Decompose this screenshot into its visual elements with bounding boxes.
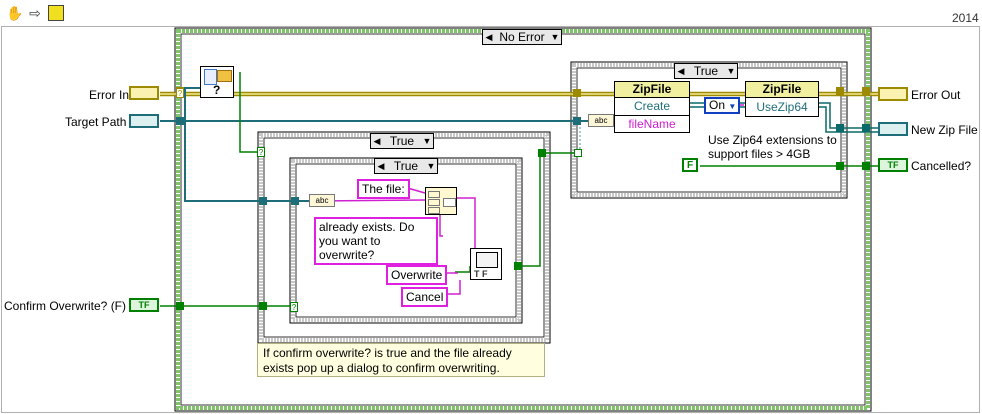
confirm-comment: If confirm overwrite? is true and the fi…	[257, 343, 545, 377]
decrement-arrow-icon[interactable]: ◀	[373, 136, 381, 146]
zip-error-in-tunnel	[573, 89, 581, 97]
path-in-tunnel	[176, 117, 184, 125]
middle-bool-tunnel	[259, 302, 267, 310]
version-label: 2014	[952, 11, 979, 25]
zip64-comment: Use Zip64 extensions to support files > …	[708, 133, 837, 161]
middle-case-selector[interactable]: ◀ True ▼	[370, 133, 434, 149]
zip-path-in-tunnel	[573, 117, 581, 125]
outer-error-out-tunnel	[862, 87, 870, 95]
already-exists-constant[interactable]: already exists. Do you want to overwrite…	[314, 217, 438, 265]
inner-bool-out-tunnel	[514, 262, 522, 270]
inner-case-label: True	[393, 159, 419, 173]
target-path-label: Target Path	[65, 115, 127, 129]
zip-case-label: True	[693, 64, 719, 78]
confirm-overwrite-label: Confirm Overwrite? (F)	[4, 299, 127, 313]
zip-selector-terminal	[574, 149, 582, 157]
confirm-overwrite-terminal[interactable]: TF	[129, 298, 159, 312]
error-in-label: Error In	[89, 88, 130, 102]
middle-selector-terminal: ?	[257, 147, 265, 157]
decrement-arrow-icon[interactable]: ◀	[377, 161, 385, 171]
bool-out-tunnel	[836, 162, 844, 170]
zip-case-selector[interactable]: ◀ True ▼	[674, 63, 738, 79]
input-slot-icon	[428, 191, 440, 198]
outer-case-label: No Error	[499, 30, 545, 44]
inner-selector-terminal: ?	[290, 302, 298, 312]
outer-bool-out-tunnel	[862, 162, 870, 170]
decrement-arrow-icon[interactable]: ◀	[677, 66, 685, 76]
dialog-icon	[476, 252, 498, 268]
error-in-terminal[interactable]	[129, 86, 159, 100]
inner-path-tunnel	[291, 197, 299, 205]
usezip64-property-label: UseZip64	[756, 100, 808, 114]
outer-case-selector[interactable]: ◀ No Error ▼	[482, 29, 562, 45]
dropdown-arrow-icon[interactable]: ▼	[422, 136, 432, 146]
new-zip-file-terminal[interactable]	[878, 122, 908, 136]
usezip64-enum-constant[interactable]: On ▼	[704, 97, 740, 114]
output-slot-icon	[443, 198, 456, 207]
cancelled-label: Cancelled?	[911, 159, 972, 173]
outer-zip-out-tunnel	[862, 124, 870, 132]
overwrite-constant[interactable]: Overwrite	[386, 265, 448, 285]
new-zip-file-label: New Zip File	[911, 123, 978, 137]
zipfile-property-class-label: ZipFile	[762, 82, 802, 96]
path-to-string-node[interactable]: abc	[309, 194, 335, 207]
middle-path-tunnel	[259, 197, 267, 205]
false-constant[interactable]: F	[682, 158, 698, 172]
create-method-label: Create	[615, 98, 689, 116]
diagram-frame	[1, 26, 980, 413]
decrement-arrow-icon[interactable]: ◀	[485, 32, 493, 42]
error-out-label: Error Out	[911, 88, 961, 102]
middle-case-label: True	[389, 134, 415, 148]
concatenate-strings-node[interactable]	[425, 187, 457, 215]
dropdown-arrow-icon[interactable]: ▼	[550, 32, 560, 42]
folder-icon	[217, 70, 232, 82]
zip-out-tunnel	[836, 124, 844, 132]
zipfile-class-label: ZipFile	[632, 82, 672, 96]
arrow-icon[interactable]: ⇨	[29, 5, 41, 21]
document-icon	[204, 69, 217, 85]
zipfile-property-node[interactable]: ZipFile UseZip64	[745, 81, 819, 117]
enum-value-label: On	[709, 98, 726, 112]
error-out-tunnel	[836, 87, 844, 95]
input-slot-icon	[428, 207, 440, 214]
dropdown-arrow-icon[interactable]: ▼	[728, 102, 737, 111]
dropdown-arrow-icon[interactable]: ▼	[726, 66, 736, 76]
filename-param-label: fileName	[628, 117, 676, 131]
hand-run-icon[interactable]: ✋	[6, 5, 24, 21]
zipfile-create-node[interactable]: ZipFile Create fileName	[614, 81, 690, 133]
target-path-terminal[interactable]	[129, 114, 159, 128]
dropdown-arrow-icon[interactable]: ▼	[426, 161, 436, 171]
cancel-constant[interactable]: Cancel	[401, 287, 449, 307]
lightbulb-icon[interactable]	[48, 5, 64, 21]
confirm-in-tunnel	[176, 302, 184, 310]
question-icon: ?	[213, 83, 221, 97]
two-button-dialog-node[interactable]: T F	[470, 248, 502, 280]
tf-icon: T F	[474, 269, 488, 279]
path-to-string-node-2[interactable]: abc	[588, 114, 614, 127]
input-slot-icon	[428, 199, 440, 206]
file-exists-node[interactable]: ?	[200, 66, 234, 98]
cancelled-terminal[interactable]: TF	[878, 158, 908, 172]
outer-selector-terminal: ?	[176, 88, 184, 98]
the-file-constant[interactable]: The file:	[357, 179, 410, 199]
inner-case-selector[interactable]: ◀ True ▼	[374, 158, 438, 174]
error-out-terminal[interactable]	[878, 87, 908, 101]
middle-bool-out-tunnel	[538, 149, 546, 157]
